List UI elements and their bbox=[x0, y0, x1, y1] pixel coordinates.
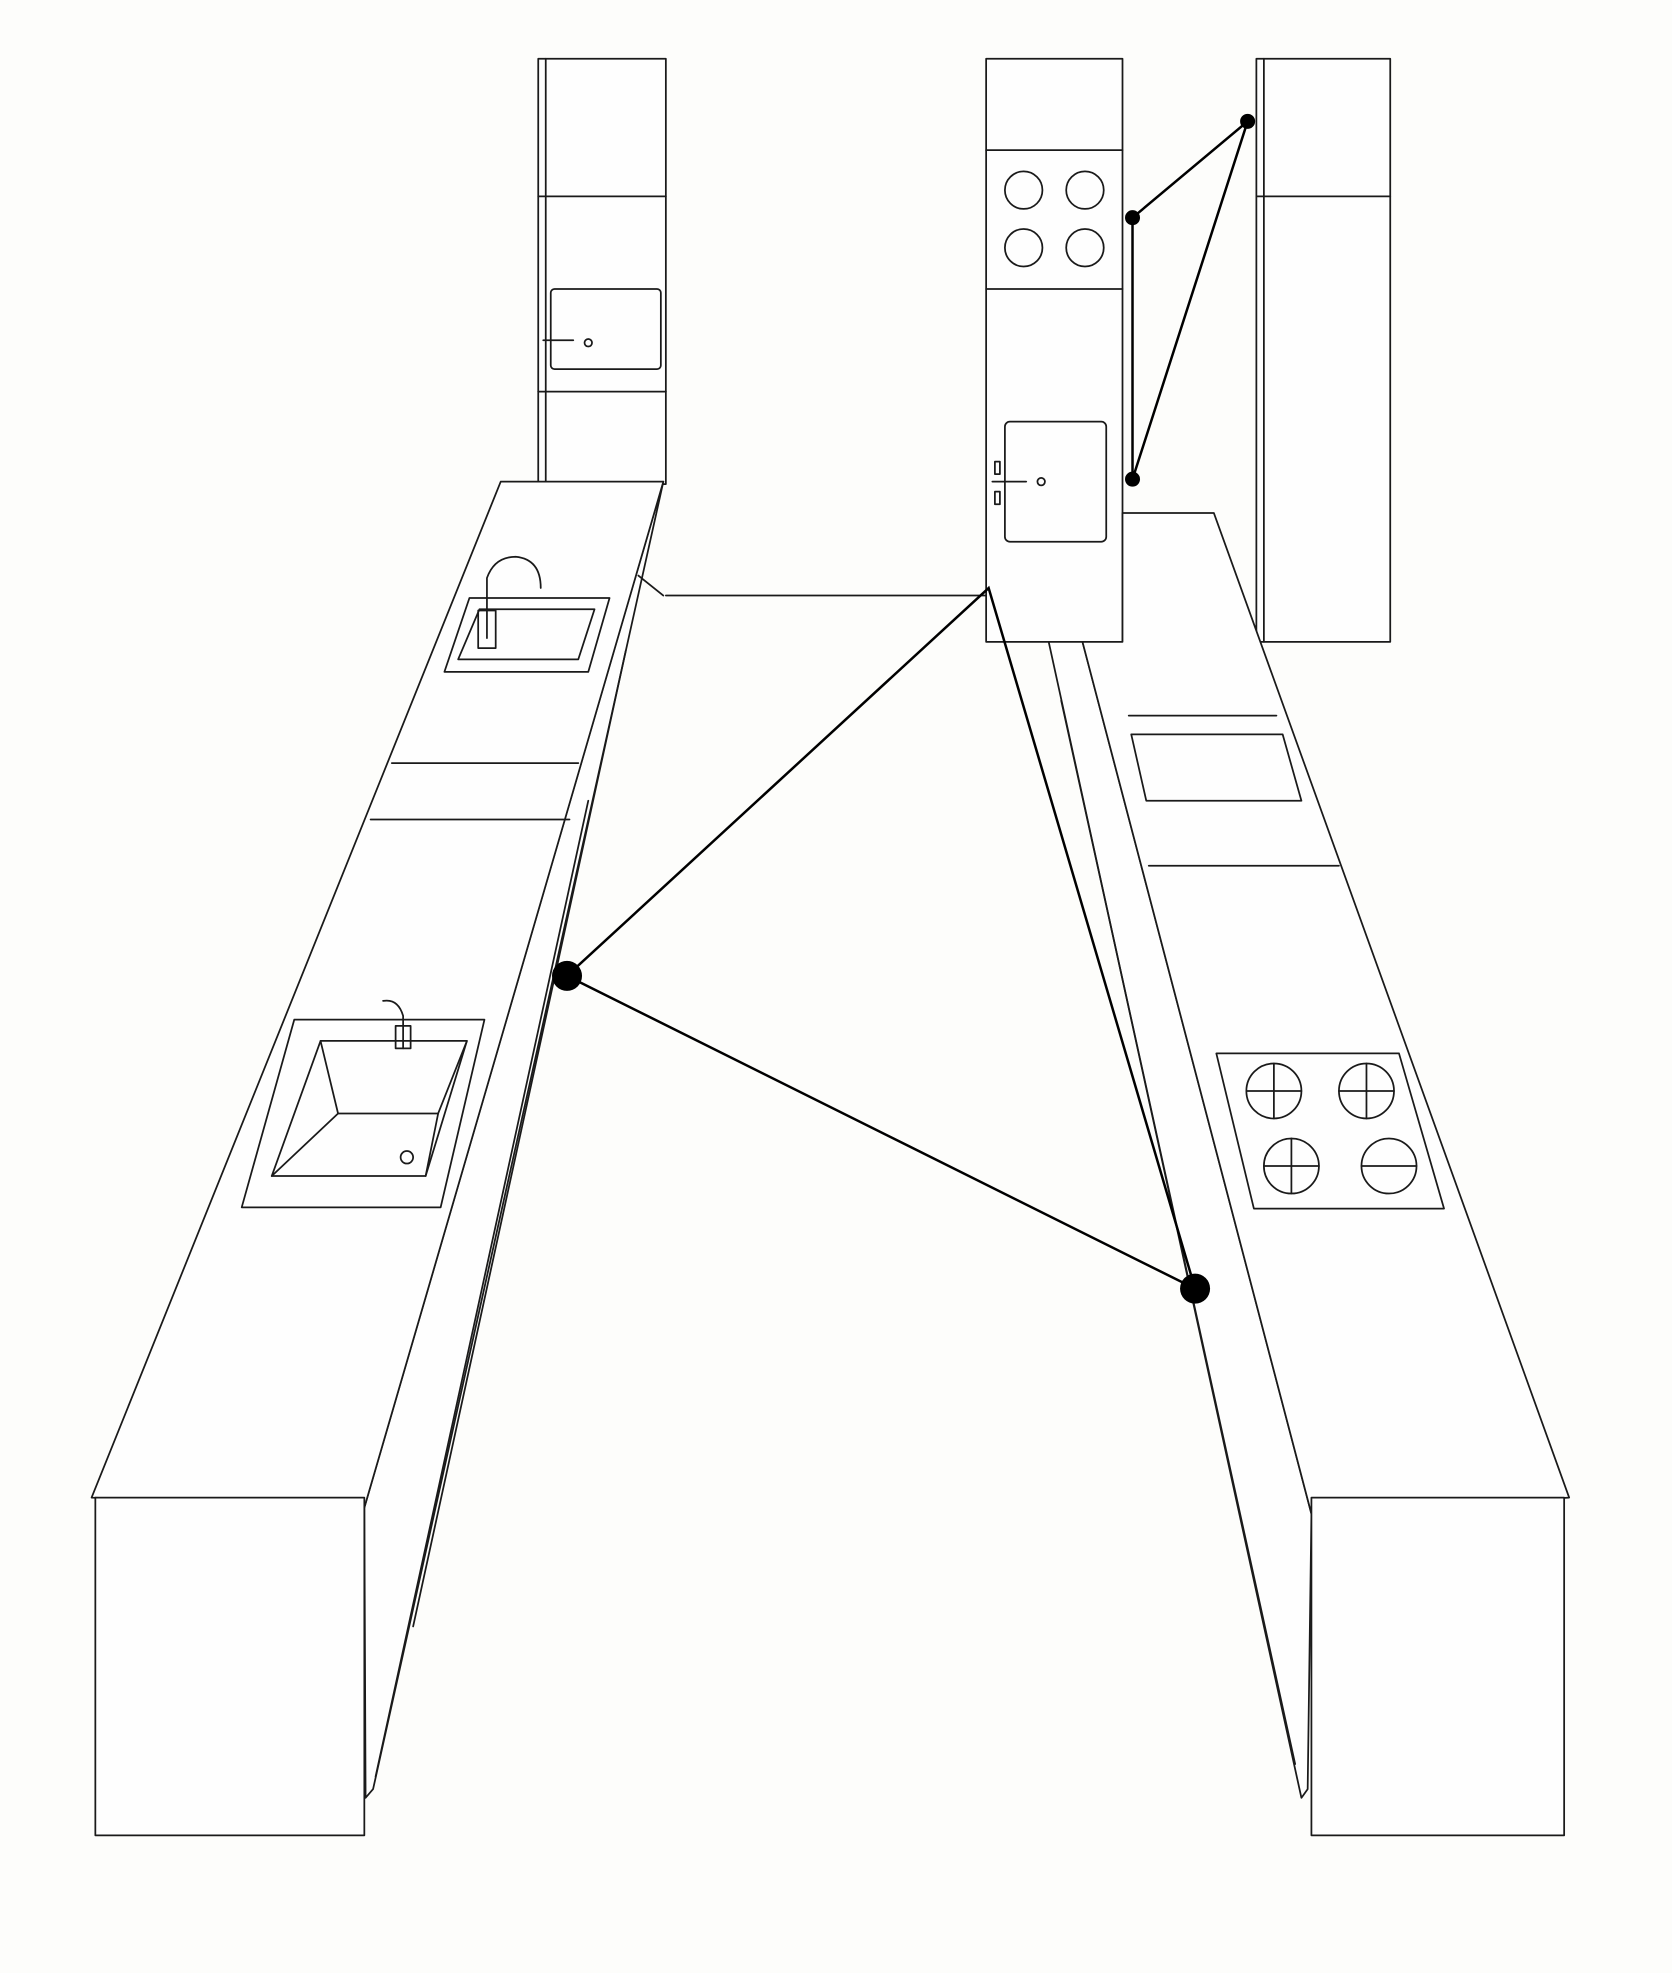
center-tall-unit bbox=[985, 57, 1124, 643]
triangle-node-fridge bbox=[1240, 113, 1256, 129]
triangle-node-stove bbox=[1180, 1273, 1211, 1304]
triangle-node-oven bbox=[1125, 471, 1141, 487]
work-triangle-main bbox=[551, 585, 1211, 1304]
triangle-node-cooktop bbox=[1125, 210, 1141, 226]
microwave-icon bbox=[542, 288, 662, 370]
stove-icon bbox=[1004, 170, 1105, 268]
right-counter bbox=[1047, 512, 1571, 1837]
stove-icon bbox=[1215, 1052, 1445, 1210]
triangle-node-sink bbox=[551, 960, 583, 991]
faucet-icon bbox=[382, 999, 412, 1050]
cooktop-icon bbox=[1127, 714, 1303, 802]
left-counter bbox=[90, 480, 665, 1837]
left-tall-cabinet bbox=[537, 57, 667, 486]
work-triangle-small bbox=[1125, 113, 1256, 487]
refrigerator-icon bbox=[1255, 57, 1392, 643]
sink-icon bbox=[240, 1018, 486, 1209]
faucet-icon bbox=[477, 555, 542, 649]
oven-icon bbox=[991, 420, 1108, 543]
sink-icon bbox=[443, 597, 611, 673]
